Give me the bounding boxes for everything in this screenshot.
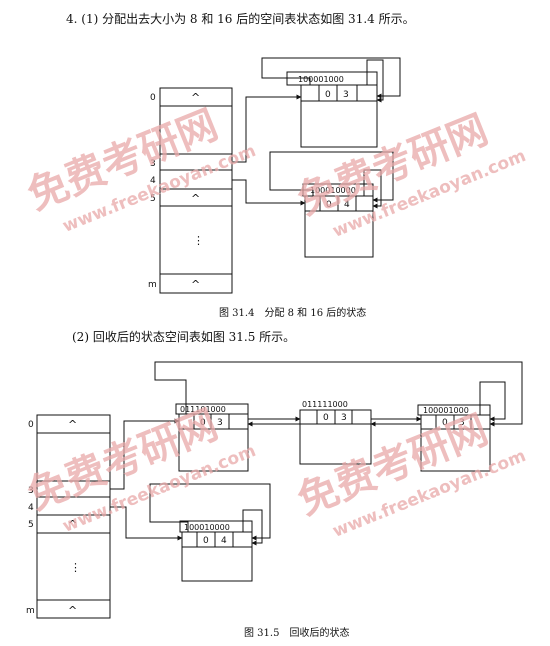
fig1-index-4: 4	[150, 176, 156, 186]
node2-field-tag: 0	[326, 200, 332, 210]
fig1-index-m: m	[148, 280, 157, 290]
fig2-index-0: 0	[28, 420, 34, 430]
node1-field-tag: 0	[325, 90, 331, 100]
fig2-caret-m: ^	[68, 604, 77, 617]
fig2-index-4: 4	[28, 503, 34, 513]
fig1-caret-5: ^	[191, 192, 200, 205]
nodeB-label: 011111000	[302, 400, 348, 409]
nodeB-field-tag: 0	[323, 413, 329, 423]
fig1-index-3: 3	[150, 159, 156, 169]
fig2-vdots: ⋮	[70, 561, 81, 574]
nodeD-label: 100010000	[184, 523, 230, 532]
nodeA-body	[178, 428, 249, 472]
node1-label: 100001000	[298, 75, 344, 84]
nodeB-body	[299, 423, 372, 465]
figure-31-4-caption: 图 31.4 分配 8 和 16 后的状态	[219, 308, 367, 319]
fig1-caret-0: ^	[191, 91, 200, 104]
nodeD-field-size: 4	[221, 536, 227, 546]
node2-label: 100010000	[310, 186, 356, 195]
nodeC-field-tag: 0	[442, 418, 448, 428]
node1-field-size: 3	[343, 90, 349, 100]
fig1-index-5: 5	[150, 194, 156, 204]
node1-body	[300, 100, 378, 148]
nodeC-label: 100001000	[423, 406, 469, 415]
nodeB-field-size: 3	[341, 413, 347, 423]
space-table-2	[36, 414, 111, 619]
section1-heading: 4. (1) 分配出去大小为 8 和 16 后的空间表状态如图 31.4 所示。	[66, 12, 415, 26]
nodeD-body	[181, 546, 253, 582]
fig1-index-0: 0	[150, 93, 156, 103]
nodeC-field-size: 3	[459, 418, 465, 428]
fig2-caret-5: ^	[68, 518, 77, 531]
node1-fields	[300, 84, 378, 102]
node2-body	[304, 210, 374, 258]
figure-31-5	[36, 361, 523, 619]
fig1-caret-m: ^	[191, 278, 200, 291]
nodeD-fields	[181, 531, 253, 548]
nodeA-field-size: 3	[217, 418, 223, 428]
fig1-vdots: ⋮	[193, 234, 204, 247]
section2-heading: (2) 回收后的状态空间表如图 31.5 所示。	[72, 330, 296, 344]
space-table-1	[159, 87, 233, 294]
figure-31-4	[159, 57, 401, 294]
watermark-layer: 免费考研网 www.freekaoyan.com 免费考研网 www.freek…	[22, 102, 529, 542]
fig2-caret-0: ^	[68, 418, 77, 431]
fig2-index-5: 5	[28, 520, 34, 530]
fig2-index-3: 3	[28, 486, 34, 496]
node2-field-size: 4	[344, 200, 350, 210]
nodeA-field-tag: 0	[200, 418, 206, 428]
nodeD-field-tag: 0	[203, 536, 209, 546]
figure-31-5-caption: 图 31.5 回收后的状态	[244, 628, 350, 639]
nodeA-label: 011101000	[180, 405, 226, 414]
fig2-index-m: m	[26, 606, 35, 616]
nodeC-body	[420, 428, 491, 472]
